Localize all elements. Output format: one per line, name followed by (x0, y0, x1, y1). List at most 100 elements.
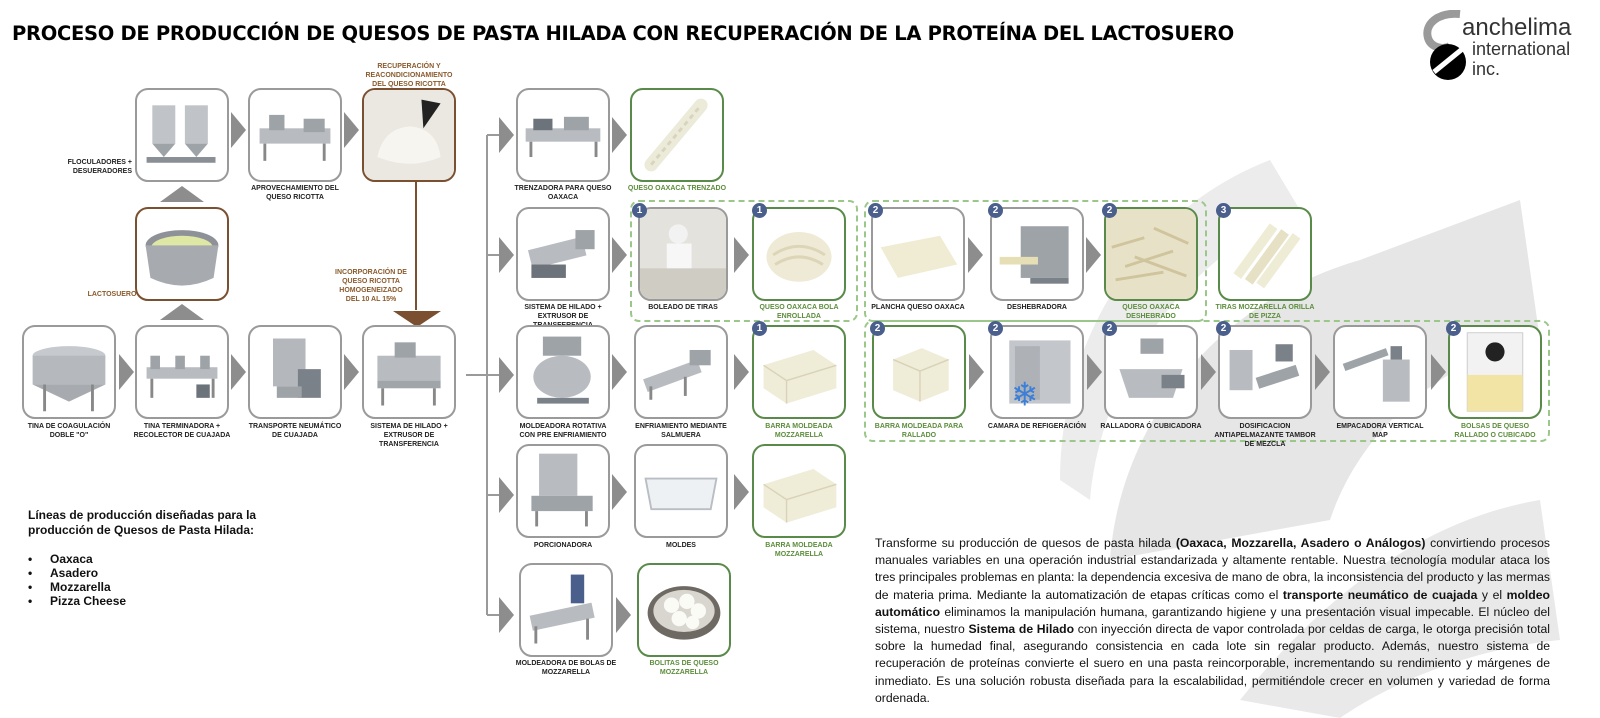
dosificacion-image (1218, 325, 1312, 419)
desc-text: y el (1477, 587, 1507, 602)
barra-mozzarella-1-image (752, 325, 846, 419)
label-deshebradora: DESHEBRADORA (1007, 304, 1067, 311)
label-tina-terminadora: TINA TERMINADORA + RECOLECTOR DE CUAJADA (133, 423, 231, 439)
arrow-right-icon (969, 354, 984, 390)
badge-number: 2 (1216, 321, 1231, 336)
desc-bold: (Oaxaca, Mozzarella, Asadero o Análogos) (1175, 536, 1426, 550)
label-trenzadora: TRENZADORA PARA QUESO OAXACA (514, 185, 612, 201)
label-incorporacion: INCORPORACIÓN DE QUESO RICOTTA HOMOGENEI… (335, 269, 407, 303)
badge-number: 2 (868, 203, 883, 218)
svg-text:❄: ❄ (1011, 376, 1038, 414)
label-tiras: TIRAS MOZZARELLA ORILLA DE PIZZA (1215, 304, 1315, 320)
label-oaxaca-bola: QUESO OAXACA BOLA ENROLLADA (759, 304, 839, 320)
list-item: Mozzarella (28, 580, 278, 594)
arrow-right-icon (499, 117, 514, 153)
desc-text: eliminamos la manipulación humana, garan… (875, 604, 1550, 637)
arrow-right-icon (499, 477, 514, 513)
page-title: PROCESO DE PRODUCCIÓN DE QUESOS DE PASTA… (12, 22, 1234, 45)
arrow-right-icon (344, 112, 359, 148)
logo-line1: anchelima (1462, 14, 1572, 41)
aprovechamiento-image (248, 88, 342, 182)
desc-bold: transporte neumático de cuajada (1282, 587, 1478, 602)
arrow-right-icon (499, 357, 514, 393)
plancha-image (871, 207, 965, 301)
arrow-right-icon (612, 474, 627, 510)
list-item: Pizza Cheese (28, 594, 278, 608)
label-bolitas: BOLITAS DE QUESO MOZZARELLA (649, 660, 719, 676)
label-moldeadora-rotativa: MOLDEADORA ROTATIVA CON PRE ENFRIAMIENTO (519, 423, 607, 439)
badge-number: 2 (1102, 203, 1117, 218)
badge-number: 2 (1102, 321, 1117, 336)
label-barra-mozzarella-1: BARRA MOLDEADA MOZZARELLA (765, 423, 833, 439)
label-plancha: PLANCHA QUESO OAXACA (871, 304, 965, 311)
empacadora-image (1333, 325, 1427, 419)
label-transporte: TRANSPORTE NEUMÁTICO DE CUAJADA (248, 423, 342, 439)
moldeadora-bolas-image (519, 563, 613, 657)
arrow-right-icon (1201, 354, 1216, 390)
arrow-right-icon (1086, 237, 1101, 273)
transporte-neumatico-image (248, 325, 342, 419)
label-ralladora: RALLADORA Ó CUBICADORA (1100, 423, 1202, 430)
lines-title: Líneas de producción diseñadas para la p… (28, 508, 257, 537)
logo-mark-icon (1423, 10, 1468, 80)
badge-number: 1 (632, 203, 647, 218)
trenzadora-image (516, 88, 610, 182)
label-barra-rallado: BARRA MOLDEADA PARA RALLADO (874, 423, 964, 439)
arrow-right-icon (968, 237, 983, 273)
label-tina-coagulacion: TINA DE COAGULACIÓN DOBLE "O" (27, 423, 111, 439)
desc-text: convirtiendo procesos manuales variables… (875, 536, 1550, 602)
arrow-right-icon (231, 112, 246, 148)
production-lines-box: Líneas de producción diseñadas para la p… (28, 508, 278, 608)
desc-bold: Sistema de Hilado (968, 622, 1075, 637)
label-hilado-main: SISTEMA DE HILADO + EXTRUSOR DE TRANSFER… (370, 423, 448, 448)
oaxaca-trenzado-image (630, 88, 724, 182)
hilado-row2-image (516, 207, 610, 301)
arrow-right-icon (344, 354, 359, 390)
arrow-right-icon (1315, 354, 1330, 390)
arrow-up-icon (160, 304, 204, 320)
label-recuperacion: RECUPERACIÓN Y REACONDICIONAMIENTO DEL Q… (365, 63, 453, 88)
label-aprovechamiento: APROVECHAMIENTO DEL QUESO RICOTTA (251, 185, 339, 201)
label-moldes: MOLDES (666, 542, 696, 549)
ricotta-image (362, 88, 456, 182)
label-empacadora: EMPACADORA VERTICAL MAP (1336, 423, 1424, 439)
badge-number: 1 (752, 203, 767, 218)
enfriamiento-image (634, 325, 728, 419)
label-lactosuero: LACTOSUERO (87, 291, 137, 298)
label-floculadores: FLOCULADORES + DESUERADORES (67, 159, 132, 175)
logo-line2: international (1472, 39, 1571, 59)
arrow-right-icon (231, 354, 246, 390)
label-porcionadora: PORCIONADORA (533, 542, 593, 549)
arrow-right-icon (1431, 354, 1446, 390)
label-enfriamiento: ENFRIAMIENTO MEDIANTE SALMUERA (635, 423, 727, 439)
list-item: Asadero (28, 566, 278, 580)
barra-rallado-image (872, 325, 966, 419)
desc-text: con inyección directa de vapor controlad… (875, 622, 1551, 705)
group-box-bola (630, 200, 858, 322)
arrow-right-icon (499, 237, 514, 273)
badge-number: 3 (1216, 203, 1231, 218)
sanchelima-logo: anchelima international inc. (1418, 10, 1590, 84)
badge-number: 2 (870, 321, 885, 336)
tina-coagulacion-image (22, 325, 116, 419)
label-bolsas: BOLSAS DE QUESO RALLADO O CUBICADO (1454, 423, 1536, 439)
desc-text: Transforme su producción de quesos de pa… (875, 536, 1176, 550)
barra-mozzarella-2-image (752, 444, 846, 538)
arrow-up-icon (160, 186, 204, 202)
arrow-right-icon (734, 354, 749, 390)
label-boleado: BOLEADO DE TIRAS (648, 304, 718, 311)
moldeadora-rotativa-image (516, 325, 610, 419)
bolsas-image (1448, 325, 1542, 419)
arrow-right-icon (119, 354, 134, 390)
arrow-right-icon (1087, 354, 1102, 390)
list-item: Oaxaca (28, 552, 278, 566)
label-camara: CAMARA DE REFIGERACIÓN (987, 423, 1087, 430)
label-barra-mozzarella-2: BARRA MOLDEADA MOZZARELLA (765, 542, 833, 558)
ralladora-image (1104, 325, 1198, 419)
label-oaxaca-deshebrado: QUESO OAXACA DESHEBRADO (1122, 304, 1180, 320)
logo-line3: inc. (1472, 59, 1501, 79)
badge-number: 2 (1446, 321, 1461, 336)
badge-number: 2 (988, 203, 1003, 218)
label-oaxaca-trenzado: QUESO OAXACA TRENZADO (627, 185, 727, 192)
arrow-right-icon (734, 474, 749, 510)
